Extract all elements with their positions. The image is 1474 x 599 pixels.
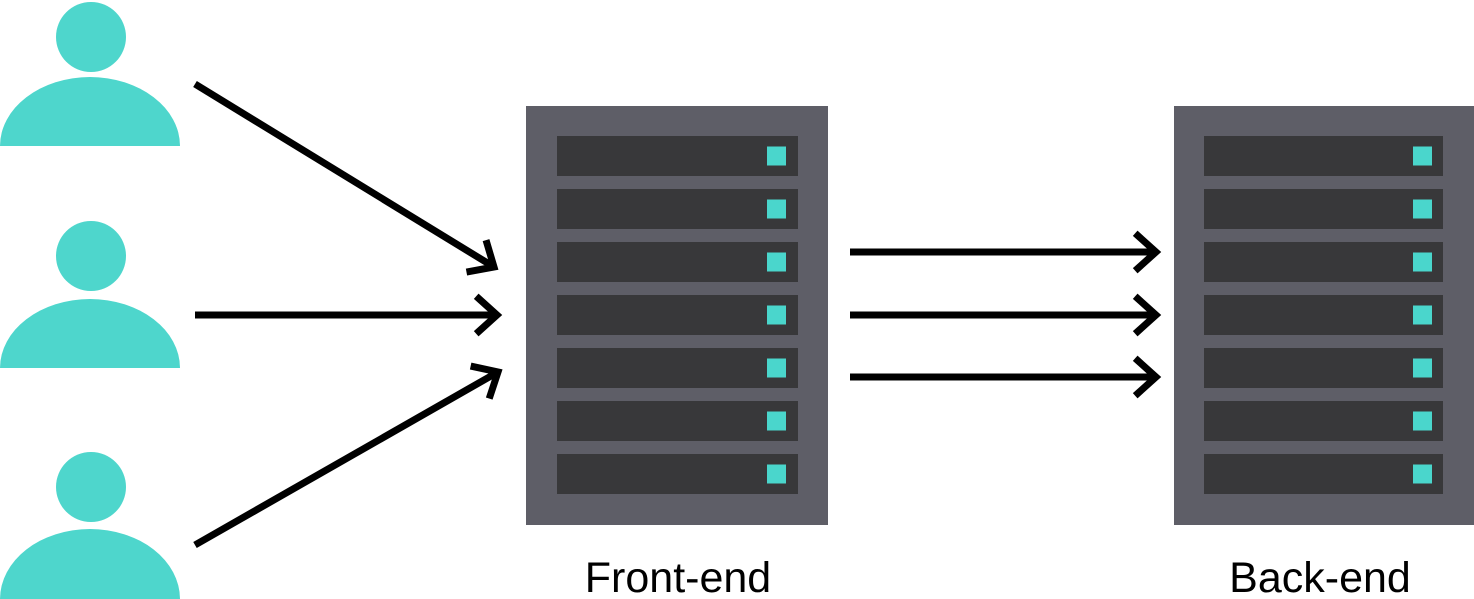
slot-led-indicator (1413, 358, 1432, 378)
backend-rack (1174, 106, 1474, 525)
arrow-shaft (193, 370, 497, 549)
user-icon (0, 2, 180, 146)
user-icon (0, 221, 180, 368)
slot-led-indicator (767, 199, 786, 219)
slot-led-indicator (1413, 411, 1432, 431)
server-slot (557, 401, 798, 441)
user-head (56, 2, 126, 72)
arrows-group (193, 81, 1162, 549)
arrowhead-icon (1132, 293, 1162, 337)
server-slot (1204, 242, 1443, 282)
server-slot (557, 348, 798, 388)
slot-led-indicator (767, 146, 786, 166)
user-head (56, 221, 126, 291)
server-slot (1204, 189, 1443, 229)
server-slot (557, 189, 798, 229)
user-body (0, 299, 180, 368)
user-icon (0, 452, 180, 599)
arrowhead-icon (469, 362, 503, 400)
server-slot (557, 136, 798, 176)
server-slot (1204, 401, 1443, 441)
frontend-label: Front-end (585, 554, 771, 599)
user-body (0, 529, 180, 599)
server-slot (1204, 348, 1443, 388)
arrow-user-1-to-frontend (193, 81, 499, 276)
slot-led-indicator (767, 305, 786, 325)
slot-led-indicator (767, 411, 786, 431)
arrowhead-icon (473, 293, 503, 337)
slot-led-indicator (1413, 199, 1432, 219)
slot-led-indicator (1413, 252, 1432, 272)
arrow-frontend-to-backend (850, 355, 1162, 399)
arrow-shaft (193, 81, 493, 268)
frontend-rack (526, 106, 828, 525)
user-head (56, 452, 126, 522)
slot-led-indicator (767, 358, 786, 378)
server-slot (557, 454, 798, 494)
arrow-frontend-to-backend (850, 293, 1162, 337)
slot-led-indicator (1413, 305, 1432, 325)
slot-led-indicator (767, 252, 786, 272)
server-slot (1204, 454, 1443, 494)
arrow-user-2-to-frontend (195, 293, 503, 337)
server-slot (1204, 295, 1443, 335)
users-group (0, 2, 180, 599)
slot-led-indicator (1413, 146, 1432, 166)
backend-label: Back-end (1229, 554, 1411, 599)
server-slot (1204, 136, 1443, 176)
arrowhead-icon (1132, 355, 1162, 399)
server-slot (557, 295, 798, 335)
arrow-user-3-to-frontend (193, 362, 503, 549)
user-body (0, 77, 180, 146)
racks-group (526, 106, 1474, 525)
arrowhead-icon (1132, 230, 1162, 274)
slot-led-indicator (767, 464, 786, 484)
server-slot (557, 242, 798, 282)
slot-led-indicator (1413, 464, 1432, 484)
arrow-frontend-to-backend (850, 230, 1162, 274)
arrowhead-icon (465, 239, 499, 276)
